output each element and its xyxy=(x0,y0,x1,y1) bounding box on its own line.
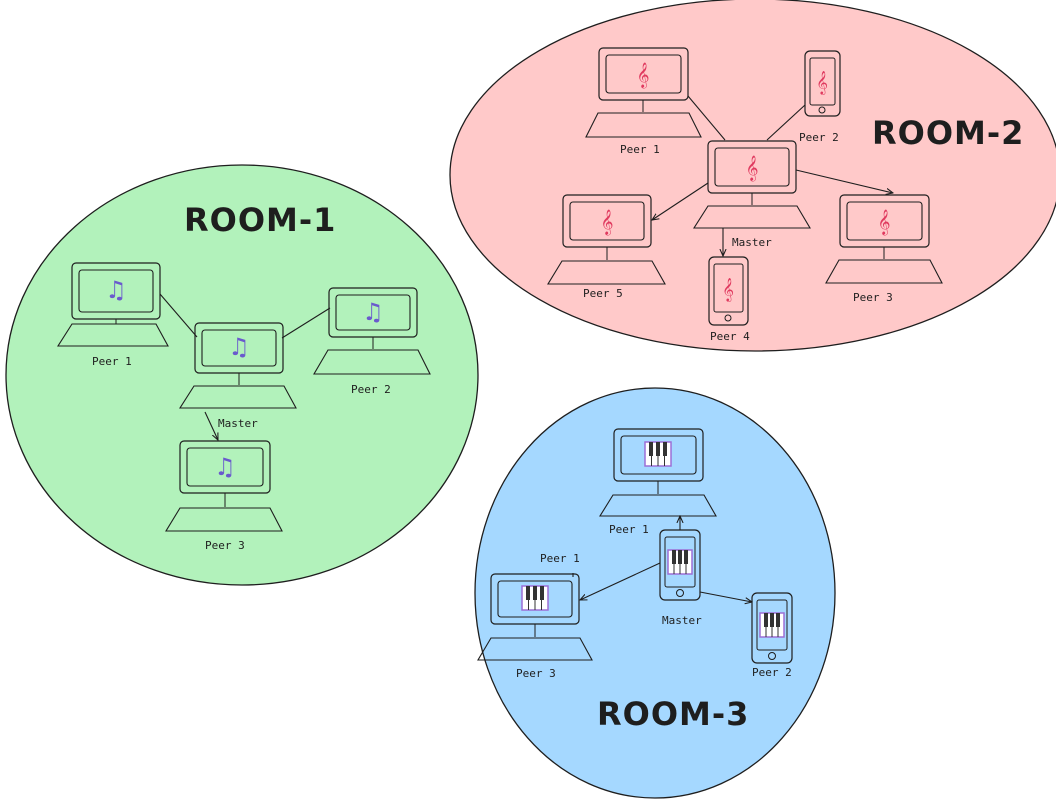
room-3-master-phone xyxy=(659,529,701,601)
room-2-title: ROOM-2 xyxy=(872,114,1024,152)
room-2-peer-1-desktop: 𝄞 xyxy=(585,47,702,138)
music-notes-icon: ♫ xyxy=(214,453,236,481)
room-3-peer-2-phone xyxy=(751,592,793,664)
room-1-peer-2-desktop: ♫ xyxy=(313,287,431,375)
room-2-peer-2-phone: 𝄞 xyxy=(804,50,841,117)
room-2-peer-1-label: Peer 1 xyxy=(620,143,660,156)
guitar-icon: 𝄞 xyxy=(600,209,613,235)
room-3-links xyxy=(572,516,752,602)
guitar-icon: 𝄞 xyxy=(722,277,734,302)
guitar-icon: 𝄞 xyxy=(816,70,828,95)
room-3-area xyxy=(474,387,836,799)
room-1-title: ROOM-1 xyxy=(184,201,336,239)
room-2-peer-5-label: Peer 5 xyxy=(583,287,623,300)
room-2-peer-2-label: Peer 2 xyxy=(799,131,839,144)
piano-keys-icon xyxy=(667,549,693,575)
room-3-master-label: Master xyxy=(662,614,702,627)
room-3-peer-1-top-desktop xyxy=(599,428,717,517)
guitar-icon: 𝄞 xyxy=(877,209,890,235)
room-3-peer-1-left-desktop xyxy=(477,573,593,661)
music-notes-icon: ♫ xyxy=(228,333,250,361)
room-1-peer-1-desktop: ♫ xyxy=(56,262,169,347)
room-2-peer-4-phone: 𝄞 xyxy=(708,256,749,326)
piano-keys-icon xyxy=(644,441,672,467)
music-notes-icon: ♫ xyxy=(105,276,127,304)
room-1-peer-3-desktop: ♫ xyxy=(165,440,283,532)
room-2-peer-3-label: Peer 3 xyxy=(853,291,893,304)
piano-keys-icon xyxy=(759,612,785,638)
room-1-peer-1-label: Peer 1 xyxy=(92,355,132,368)
room-2-links xyxy=(652,95,893,256)
guitar-icon: 𝄞 xyxy=(636,62,649,88)
room-3-peer-2-label: Peer 2 xyxy=(752,666,792,679)
room-1-links xyxy=(159,293,331,440)
room-2-peer-4-label: Peer 4 xyxy=(710,330,750,343)
room-2-master-label: Master xyxy=(732,236,772,249)
room-2-master-desktop: 𝄞 xyxy=(692,140,811,229)
room-1-peer-3-label: Peer 3 xyxy=(205,539,245,552)
room-2-peer-3-desktop: 𝄞 xyxy=(825,194,943,284)
music-notes-icon: ♫ xyxy=(362,298,384,326)
guitar-icon: 𝄞 xyxy=(745,155,758,181)
room-3-peer-1-top-label: Peer 1 xyxy=(609,523,649,536)
room-1-master-label: Master xyxy=(218,417,258,430)
room-2-area xyxy=(449,0,1056,352)
room-2-peer-5-desktop: 𝄞 xyxy=(547,194,666,285)
room-3-peer-1-left-label: Peer 1 xyxy=(540,552,580,565)
room-3-title: ROOM-3 xyxy=(597,695,749,733)
room-1-peer-2-label: Peer 2 xyxy=(351,383,391,396)
room-1-master-desktop: ♫ xyxy=(178,322,297,409)
room-3-peer-3-label: Peer 3 xyxy=(516,667,556,680)
piano-keys-icon xyxy=(521,585,549,611)
